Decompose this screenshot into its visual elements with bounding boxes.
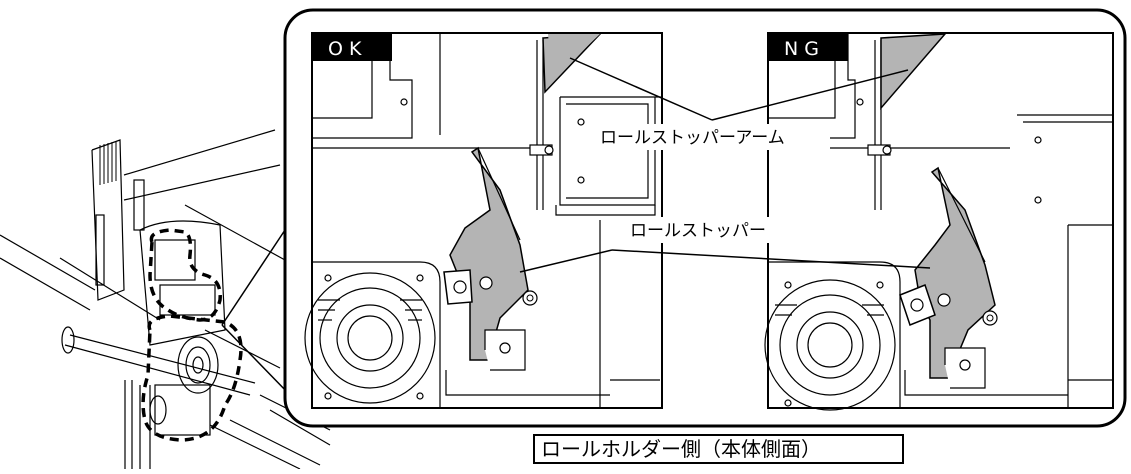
ng-badge: NG bbox=[784, 38, 825, 60]
zoom-connector-bottom bbox=[221, 324, 291, 396]
overview-illustration bbox=[0, 129, 331, 470]
stopper-callout-label: ロールストッパー bbox=[630, 221, 766, 241]
ok-roll-stopper bbox=[443, 146, 538, 361]
arm-callout-label: ロールストッパーアーム bbox=[600, 128, 785, 148]
ng-panel: NG bbox=[764, 32, 1114, 411]
callout-leaders bbox=[519, 57, 931, 273]
ng-badge-bg bbox=[768, 33, 848, 61]
arm-leader-ok bbox=[569, 57, 713, 121]
ng-roll-stopper bbox=[899, 166, 998, 379]
highlight-dashes bbox=[141, 228, 243, 442]
arm-leader-ng bbox=[711, 69, 909, 121]
caption-text: ロールホルダー側（本体側面） bbox=[541, 437, 821, 461]
stopper-leader-ok bbox=[519, 249, 613, 273]
caption-box: ロールホルダー側（本体側面） bbox=[533, 434, 904, 464]
stopper-leader-ng bbox=[611, 249, 931, 269]
ok-fan bbox=[304, 261, 441, 408]
highlight-lower bbox=[141, 314, 243, 442]
zoom-connector-top bbox=[221, 229, 286, 326]
ng-fan bbox=[764, 261, 901, 411]
ng-stopper-arm bbox=[880, 33, 947, 111]
ok-badge-bg bbox=[312, 33, 392, 61]
highlight-upper bbox=[148, 228, 222, 322]
ok-panel: OK bbox=[304, 32, 663, 409]
ok-badge: OK bbox=[328, 38, 367, 60]
